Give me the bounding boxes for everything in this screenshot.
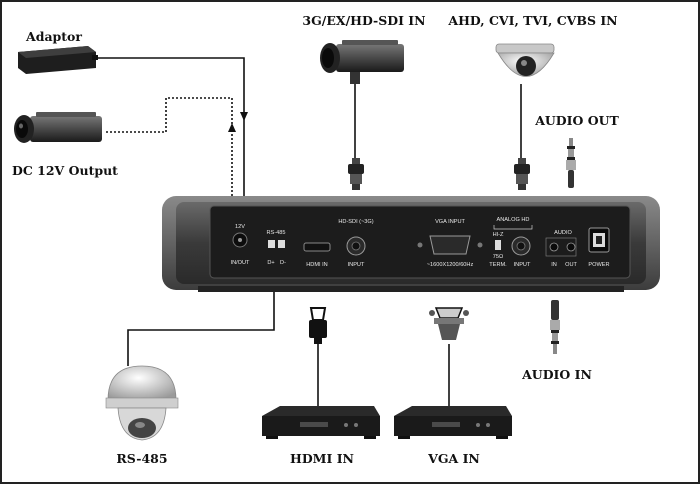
adaptor-arrow-icon bbox=[240, 112, 248, 121]
panel-ain-label: IN bbox=[551, 262, 557, 268]
vga-in-label: VGA IN bbox=[427, 451, 480, 466]
vga-plug-icon bbox=[429, 307, 469, 340]
audio-out-port bbox=[566, 242, 576, 252]
sdi-bnc-connector-icon bbox=[348, 158, 364, 190]
audio-in-port bbox=[549, 242, 559, 252]
panel-ohm-label: 75Ω bbox=[493, 254, 503, 260]
panel-dminus-label: D- bbox=[280, 260, 286, 266]
adaptor-cable bbox=[96, 57, 245, 196]
dc-output-arrow-icon bbox=[228, 123, 236, 132]
rs485-cable bbox=[127, 292, 275, 366]
panel-hiz-label: HI-Z bbox=[493, 232, 504, 238]
ptz-camera-icon bbox=[105, 365, 179, 441]
panel-hdsdi-label: HD-SDI (~3G) bbox=[338, 219, 373, 225]
dc-output-camera-icon bbox=[14, 112, 102, 143]
panel-analoghd-label: ANALOG HD bbox=[497, 217, 530, 223]
panel-vgares-label: ~1600X1200/60Hz bbox=[427, 262, 474, 268]
audio-in-jack-icon bbox=[550, 300, 560, 354]
audio-out-label: AUDIO OUT bbox=[534, 113, 619, 128]
hdmi-plug-icon bbox=[309, 307, 327, 344]
adaptor-icon bbox=[18, 46, 98, 74]
term-switch bbox=[495, 240, 501, 250]
panel-inout-label: IN/OUT bbox=[231, 260, 251, 266]
panel-audio-label: AUDIO bbox=[554, 230, 572, 236]
sdi-in-label: 3G/EX/HD-SDI IN bbox=[302, 13, 425, 28]
panel-12v-label: 12V bbox=[235, 224, 245, 230]
analog-bnc-connector-icon bbox=[514, 158, 530, 190]
dome-camera-icon bbox=[495, 43, 555, 77]
panel-rs485-label: RS-485 bbox=[267, 230, 286, 236]
panel-aout-label: OUT bbox=[565, 262, 577, 268]
hdmi-port bbox=[303, 242, 331, 252]
hdmi-in-label: HDMI IN bbox=[290, 451, 354, 466]
panel-term-label: TERM. bbox=[489, 262, 507, 268]
panel-dplus-label: D+ bbox=[267, 260, 274, 266]
audio-out-jack-icon bbox=[566, 138, 576, 188]
sdi-camera-icon bbox=[320, 40, 404, 84]
vga-recorder-icon bbox=[394, 406, 512, 439]
adaptor-label: Adaptor bbox=[25, 29, 82, 44]
panel-power-label: POWER bbox=[588, 262, 609, 268]
vga-port bbox=[429, 235, 471, 255]
panel-input1-label: INPUT bbox=[348, 262, 365, 268]
rs485-terminal-port bbox=[268, 240, 275, 248]
audio-in-label: AUDIO IN bbox=[521, 367, 592, 382]
dc12v-label: DC 12V Output bbox=[12, 163, 118, 178]
panel-input2-label: INPUT bbox=[514, 262, 531, 268]
rs485-label: RS-485 bbox=[116, 451, 167, 466]
panel-hdmiin-label: HDMI IN bbox=[306, 262, 327, 268]
device-back-panel: 12V IN/OUT RS-485 D+ D- HDMI IN HD-SDI (… bbox=[162, 196, 660, 292]
dc-output-cable bbox=[106, 97, 233, 196]
panel-vgainput-label: VGA INPUT bbox=[435, 219, 465, 225]
hdmi-recorder-icon bbox=[262, 406, 380, 439]
analog-in-label: AHD, CVI, TVI, CVBS IN bbox=[447, 13, 617, 28]
